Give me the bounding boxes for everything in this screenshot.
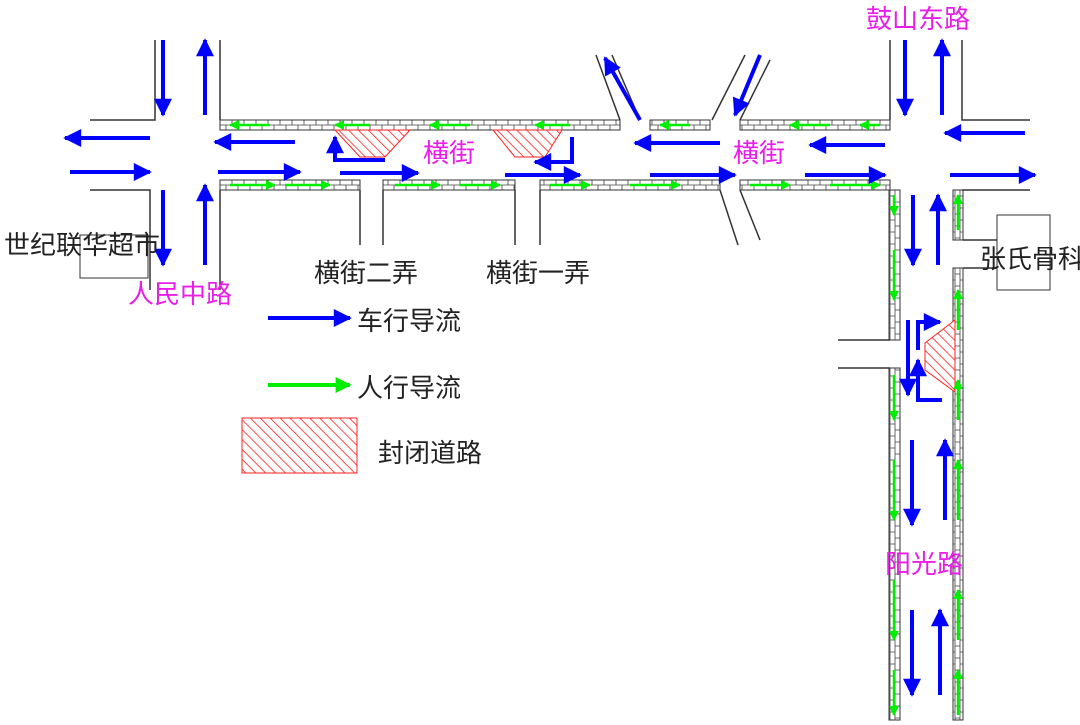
road-edge [595, 54, 621, 121]
label-shiji-lianhua: 世纪联华超市 [4, 231, 160, 261]
vehicle-arrow-icon [533, 137, 574, 171]
road-edge [90, 189, 151, 290]
vehicle-arrow-icon [603, 56, 642, 121]
legend-closed-hatch-icon [241, 417, 358, 474]
road-edge [739, 189, 761, 241]
label-zhangshi-guke: 张氏骨科 [980, 245, 1080, 275]
vehicle-arrows [63, 38, 1037, 697]
sidewalk-horizontal [219, 119, 621, 131]
label-hengjie-west: 横街 [423, 139, 475, 169]
road-edge [961, 40, 1030, 121]
vehicle-arrow-icon [909, 358, 942, 402]
vehicle-arrow-icon [326, 135, 385, 162]
label-hengjie-east: 横街 [733, 139, 785, 169]
legend-pedestrian-label: 人行导流 [357, 374, 461, 404]
legend: 车行导流 人行导流 封闭道路 [241, 307, 482, 474]
legend-closed-label: 封闭道路 [378, 439, 482, 469]
road-edge [90, 40, 156, 121]
sidewalk-horizontal [739, 179, 891, 191]
label-hengjie-lane1: 横街一弄 [486, 259, 590, 289]
closed-road-areas [333, 129, 956, 393]
label-yangguang-road: 阳光路 [885, 550, 963, 580]
clinic-building [996, 214, 1051, 291]
road-edge [711, 54, 746, 121]
vehicle-arrow-icon [916, 313, 942, 350]
label-renmin-middle-road: 人民中路 [128, 280, 232, 310]
road-edge [719, 189, 739, 246]
vehicle-arrow-icon [732, 54, 762, 117]
sidewalk-horizontal [382, 179, 516, 191]
legend-vehicle-label: 车行导流 [357, 307, 461, 337]
pedestrian-arrows [229, 120, 963, 716]
label-gushan-east-road: 鼓山东路 [866, 5, 970, 35]
sidewalk-vertical [888, 367, 901, 721]
closed-road-hatch [924, 318, 956, 393]
closed-road-hatch [333, 129, 412, 158]
closed-road-hatch [491, 129, 563, 158]
label-hengjie-lane2: 横街二弄 [314, 259, 418, 289]
supermarket-building [79, 234, 149, 279]
